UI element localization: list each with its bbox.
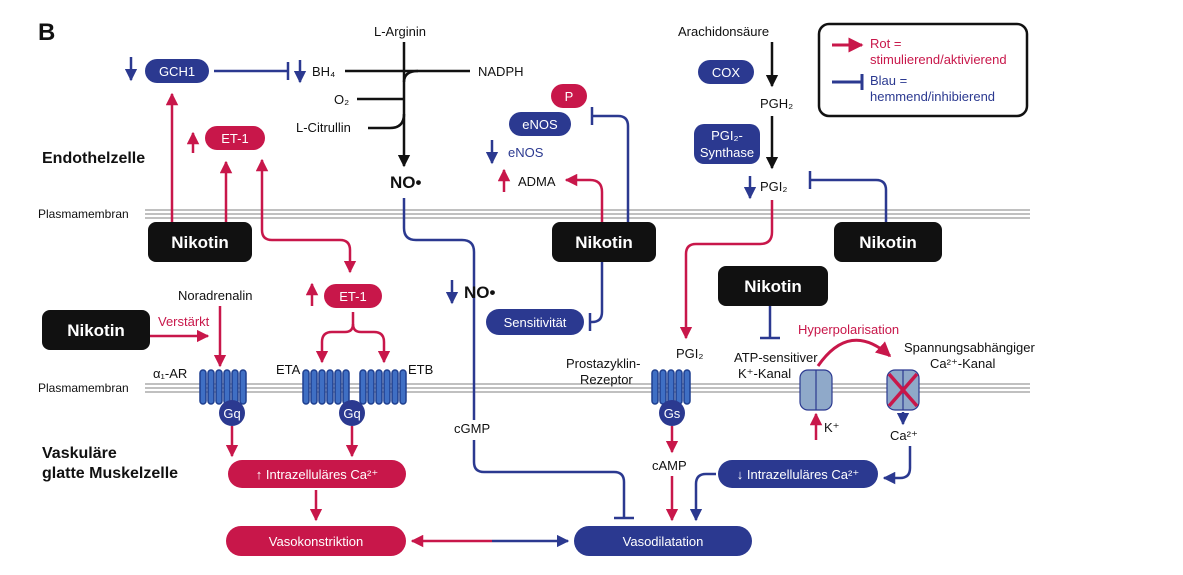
spann-label-1: Spannungsabhängiger	[904, 340, 1036, 355]
ca-up-label: ↑ Intrazelluläres Ca²⁺	[256, 467, 378, 482]
gq2-circle	[339, 400, 365, 426]
p-pill	[551, 84, 587, 108]
adma-label: ADMA	[518, 174, 556, 189]
ca-down-label: ↓ Intrazelluläres Ca²⁺	[737, 467, 859, 482]
prosta-label-1: Prostazyklin-	[566, 356, 640, 371]
legend-red-1: Rot =	[870, 36, 901, 51]
et1-top-pill	[205, 126, 265, 150]
a1-receptor	[199, 369, 247, 405]
nikotin-box-2	[552, 222, 656, 262]
vasodilatation-label: Vasodilatation	[623, 534, 704, 549]
vasokonstriktion-label: Vasokonstriktion	[269, 534, 363, 549]
ca-up-pill	[228, 460, 406, 488]
gq1-label: Gq	[223, 406, 240, 421]
pgi2-synthase-label-1: PGI₂-	[711, 128, 743, 143]
l-citrullin-label: L-Citrullin	[296, 120, 351, 135]
pgh2-label: PGH₂	[760, 96, 793, 111]
eta-receptor	[302, 369, 350, 405]
hyper-label: Hyperpolarisation	[798, 322, 899, 337]
cox-label: COX	[712, 65, 741, 80]
nikotin-label-5: Nikotin	[744, 277, 802, 296]
eta-label: ETA	[276, 362, 301, 377]
spann-label-2: Ca²⁺-Kanal	[930, 356, 995, 371]
block-cross-icon	[887, 372, 919, 408]
et1-top-label: ET-1	[221, 131, 248, 146]
legend-red-2: stimulierend/aktivierend	[870, 52, 1007, 67]
p-label: P	[565, 89, 574, 104]
nikotin-label-3: Nikotin	[859, 233, 917, 252]
pgi2-top-label: PGI₂	[760, 179, 787, 194]
prosta-label-2: Rezeptor	[580, 372, 633, 387]
membrane-label-upper: Plasmamembran	[38, 207, 129, 221]
no-top-label: NO•	[390, 173, 422, 192]
k-plus-label: K⁺	[824, 420, 840, 435]
vasokonstriktion-pill	[226, 526, 406, 556]
o2-label: O₂	[334, 92, 349, 107]
gs-circle	[659, 400, 685, 426]
membrane-label-lower: Plasmamembran	[38, 381, 129, 395]
camp-label: cAMP	[652, 458, 687, 473]
etb-label: ETB	[408, 362, 433, 377]
section-endothel: Endothelzelle	[42, 150, 145, 167]
atp-label-2: K⁺-Kanal	[738, 366, 791, 381]
cgmp-label: cGMP	[454, 421, 490, 436]
nadph-label: NADPH	[478, 64, 524, 79]
enos-label: eNOS	[522, 117, 558, 132]
lower-membrane	[145, 383, 1030, 393]
k-channel	[799, 369, 833, 411]
legend: Rot = stimulierend/aktivierend Blau = he…	[817, 22, 1029, 118]
gch1-pill	[145, 59, 209, 83]
pgi2-synthase-label-2: Synthase	[700, 145, 754, 160]
enos-pill	[509, 112, 571, 136]
cox-pill	[698, 60, 754, 84]
bh4-label: BH₄	[312, 64, 335, 79]
atp-label-1: ATP-sensitiver	[734, 350, 818, 365]
nikotin-box-4	[42, 310, 150, 350]
a1-ar-label: α₁-AR	[153, 366, 187, 381]
legend-blue-1: Blau =	[870, 73, 907, 88]
nikotin-label-4: Nikotin	[67, 321, 125, 340]
legend-blue-2: hemmend/inhibierend	[870, 89, 995, 104]
gq2-label: Gq	[343, 406, 360, 421]
etb-receptor	[359, 369, 407, 405]
no-mid-label: NO•	[464, 283, 496, 302]
upper-membrane	[145, 209, 1030, 219]
nikotin-box-1	[148, 222, 252, 262]
noradrenalin-label: Noradrenalin	[178, 288, 252, 303]
nikotin-box-5	[718, 266, 828, 306]
section-muscle-1: Vaskuläre	[42, 445, 117, 462]
ca-down-pill	[718, 460, 878, 488]
gs-label: Gs	[664, 406, 681, 421]
prostazyklin-receptor	[651, 369, 691, 405]
enos-small-label: eNOS	[508, 145, 544, 160]
nikotin-label-2: Nikotin	[575, 233, 633, 252]
et1-mid-pill	[324, 284, 382, 308]
gq1-circle	[219, 400, 245, 426]
arachidon-label: Arachidonsäure	[678, 24, 769, 39]
pgi2-mid-label: PGI₂	[676, 346, 703, 361]
pgi2-synthase-pill	[694, 124, 760, 164]
vasodilatation-pill	[574, 526, 752, 556]
section-muscle-2: glatte Muskelzelle	[42, 465, 178, 482]
sensitivitaet-pill	[486, 309, 584, 335]
gch1-label: GCH1	[159, 64, 195, 79]
et1-mid-label: ET-1	[339, 289, 366, 304]
nikotin-box-3	[834, 222, 942, 262]
panel-label: B	[38, 19, 55, 46]
verstaerkt-label: Verstärkt	[158, 314, 210, 329]
ca2-label: Ca²⁺	[890, 428, 918, 443]
l-arginin-label: L-Arginin	[374, 24, 426, 39]
sensitivitaet-label: Sensitivität	[504, 315, 567, 330]
nikotin-label-1: Nikotin	[171, 233, 229, 252]
